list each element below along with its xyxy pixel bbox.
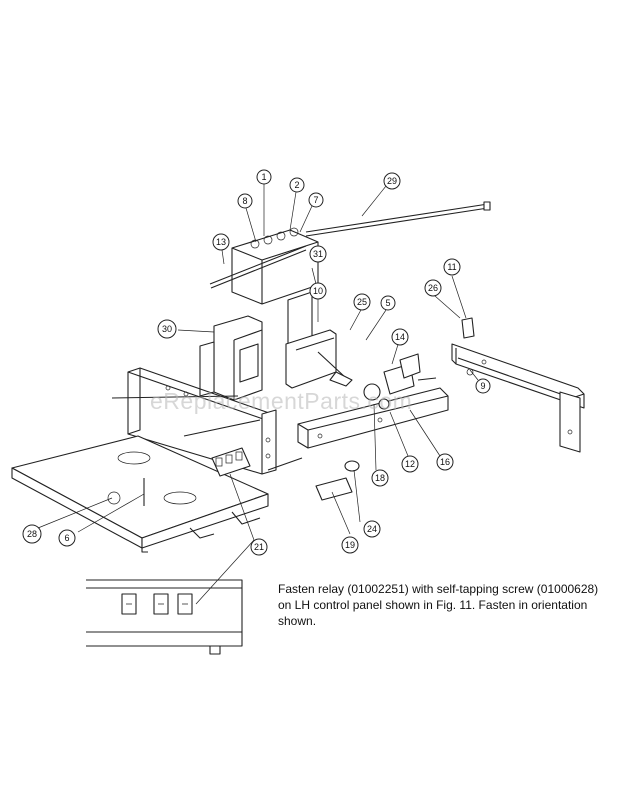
right-panel [297, 353, 449, 449]
svg-text:21: 21 [254, 542, 264, 552]
svg-text:26: 26 [428, 283, 438, 293]
svg-text:6: 6 [64, 533, 69, 543]
callout-2: 2 [289, 177, 305, 193]
callout-14: 14 [391, 328, 409, 346]
callout-6: 6 [58, 529, 76, 547]
callout-24: 24 [363, 520, 381, 538]
svg-text:29: 29 [387, 176, 397, 186]
hold-down-rod [305, 203, 489, 233]
callout-18: 18 [371, 469, 389, 487]
battery [231, 227, 319, 305]
callout-10: 10 [309, 282, 327, 300]
callout-5: 5 [380, 295, 396, 311]
inset-panel [86, 579, 243, 655]
callout-25: 25 [353, 293, 371, 311]
svg-text:18: 18 [375, 473, 385, 483]
svg-text:12: 12 [405, 459, 415, 469]
mounting-plate [11, 435, 269, 553]
svg-text:1: 1 [261, 172, 266, 182]
callout-28: 28 [22, 524, 42, 544]
svg-text:28: 28 [27, 529, 37, 539]
svg-text:25: 25 [357, 297, 367, 307]
svg-text:5: 5 [385, 298, 390, 308]
svg-text:2: 2 [294, 180, 299, 190]
knob-24 [344, 460, 360, 472]
callout-29: 29 [383, 172, 401, 190]
cover-19 [315, 477, 353, 501]
callout-16: 16 [436, 453, 454, 471]
leader-lines [37, 184, 479, 605]
battery-rod [209, 245, 307, 285]
svg-text:11: 11 [447, 262, 456, 272]
watermark: eReplacementParts.com [150, 388, 413, 414]
svg-text:16: 16 [440, 457, 450, 467]
relay-block [211, 447, 251, 477]
callout-9: 9 [475, 378, 491, 394]
svg-text:7: 7 [313, 195, 318, 205]
callout-8: 8 [237, 193, 253, 209]
callout-7: 7 [308, 192, 324, 208]
callout-1: 1 [256, 169, 272, 185]
callout-12: 12 [401, 455, 419, 473]
svg-text:10: 10 [313, 286, 323, 296]
svg-text:9: 9 [480, 381, 485, 391]
callout-11: 11 [443, 258, 461, 276]
svg-text:31: 31 [313, 249, 323, 259]
svg-text:24: 24 [367, 524, 377, 534]
svg-text:19: 19 [345, 540, 355, 550]
svg-text:14: 14 [395, 332, 405, 342]
center-assembly [285, 329, 353, 389]
svg-text:30: 30 [162, 324, 172, 334]
bracket-30 [213, 315, 263, 401]
callout-30: 30 [157, 319, 177, 339]
left-panel [127, 341, 277, 475]
svg-text:13: 13 [216, 237, 226, 247]
callout-13: 13 [212, 233, 230, 251]
far-right-panel [451, 317, 585, 453]
assembly-note: Fasten relay (01002251) with self-tappin… [278, 582, 599, 628]
callout-21: 21 [250, 538, 268, 556]
callout-31: 31 [309, 245, 327, 263]
callout-19: 19 [341, 536, 359, 554]
svg-text:8: 8 [242, 196, 247, 206]
callout-26: 26 [424, 279, 442, 297]
